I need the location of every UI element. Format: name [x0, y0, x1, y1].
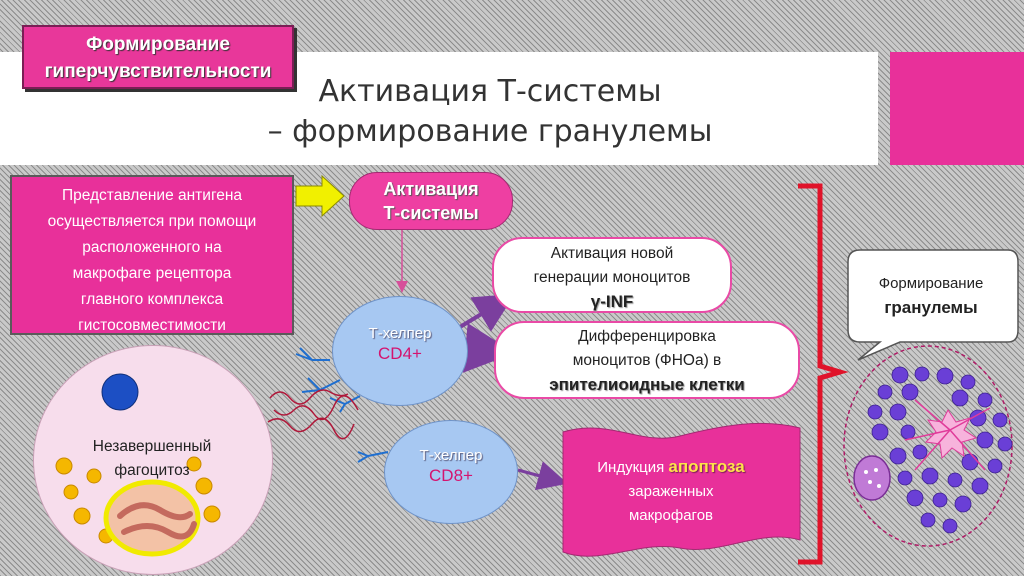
corner-square [890, 52, 1024, 165]
granuloma-illustration [843, 345, 1013, 547]
monocyte-line-3: γ-INF [590, 292, 634, 311]
apoptosis-banner [562, 422, 801, 557]
diff-line-2: моноцитов (ФНОа) в [572, 352, 722, 369]
monocyte-line-2: генерации моноцитов [533, 269, 691, 286]
callout-line-2: гранулемы [884, 298, 978, 317]
granuloma-callout-text: Формирование гранулемы [852, 272, 1010, 320]
callout-line-1: Формирование [878, 275, 984, 292]
grouping-bracket [798, 183, 849, 565]
yellow-arrow-icon [295, 174, 345, 218]
diff-line-3: эпителиоидные клетки [549, 375, 745, 394]
differentiation-box: Дифференцировка моноцитов (ФНОа) в эпите… [494, 321, 800, 399]
antigen-line-1: Представление антигена [61, 187, 243, 204]
apoptosis-line-2: зараженных [628, 483, 714, 500]
nucleus-icon [101, 373, 139, 411]
bacteria-icon [117, 502, 197, 540]
phagocytosis-label: Незавершенный фагоцитоз [62, 435, 242, 483]
badge-line-1: Формирование [86, 34, 230, 55]
cd4-name: Т-хелпер [368, 325, 432, 342]
granuloma-callout-bubble [847, 249, 1019, 361]
phago-line-2: фагоцитоз [114, 462, 190, 479]
antigen-line-5: главного комплекса [80, 291, 224, 308]
cd8-code: CD8+ [429, 466, 473, 485]
monocyte-line-1: Активация новой [550, 245, 674, 262]
title-line-1: Активация Т-системы [318, 74, 662, 109]
activation-t-system-pill: Активация Т-системы [349, 172, 513, 230]
apoptosis-prefix: Индукция [597, 459, 665, 476]
apoptosis-highlight: апоптоза [668, 457, 745, 476]
antigen-line-3: расположенного на [82, 239, 222, 256]
antigen-line-6: гистосовместимости [78, 317, 226, 334]
apoptosis-label: Индукция апоптоза зараженных макрофагов [568, 455, 774, 528]
cd4-helper-cell: Т-хелпер CD4+ [332, 296, 468, 406]
antigen-presentation-box: Представление антигена осуществляется пр… [10, 175, 294, 335]
slide-title: Активация Т-системы – формирование грану… [210, 72, 770, 152]
cd8-name: Т-хелпер [419, 447, 483, 464]
activation-line-2: Т-системы [383, 203, 479, 223]
apoptosis-line-3: макрофагов [628, 507, 714, 524]
antigen-line-4: макрофаге рецептора [72, 265, 232, 282]
section-badge: Формирование гиперчувствительности [22, 25, 294, 89]
monocyte-activation-box: Активация новой генерации моноцитов γ-IN… [492, 237, 732, 313]
antigen-strands-icon [267, 389, 359, 440]
diff-line-1: Дифференцировка [578, 328, 716, 345]
cd4-code: CD4+ [378, 344, 422, 363]
phago-line-1: Незавершенный [92, 438, 212, 455]
cd8-helper-cell: Т-хелпер CD8+ [384, 420, 518, 524]
activation-line-1: Активация [383, 179, 479, 199]
arrow-to-apoptosis [517, 461, 568, 491]
antigen-line-2: осуществляется при помощи [47, 213, 257, 230]
title-line-2: – формирование гранулемы [267, 114, 713, 149]
phagocyte-cell [33, 345, 273, 575]
phagocyte-contents [55, 373, 221, 557]
badge-line-2: гиперчувствительности [44, 61, 272, 82]
